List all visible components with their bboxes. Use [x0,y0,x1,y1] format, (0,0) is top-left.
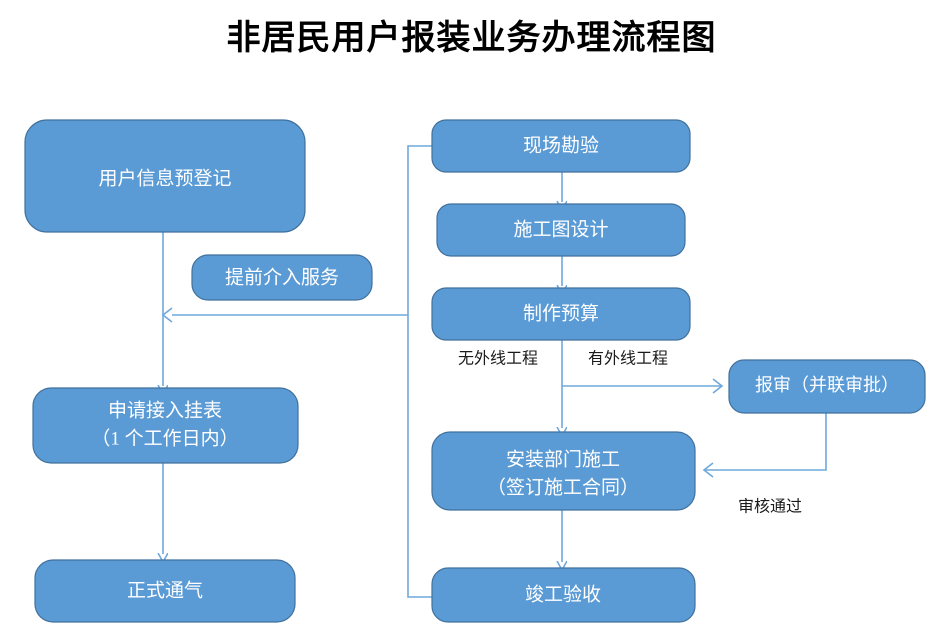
arrowhead-budget-to-approval [712,378,724,394]
node-budget[interactable]: 制作预算 [431,287,691,341]
node-early-service[interactable]: 提前介入服务 [191,254,373,301]
edge-right-spine [407,145,432,598]
node-formal-gas-shape [34,559,296,623]
node-site-survey[interactable]: 现场勘验 [431,119,691,173]
edge-label-has-external: 有外线工程 [588,350,668,368]
node-apply-meter-label-line2: （1 个工作日内） [91,427,238,449]
node-approval-label: 报审（并联审批） [755,375,899,395]
node-early-service-shape [191,254,373,301]
node-site-survey-label: 现场勘验 [523,134,599,156]
node-pre-register-label: 用户信息预登记 [98,167,231,189]
node-budget-shape [431,287,691,341]
page-title: 非居民用户报装业务办理流程图 [226,20,717,57]
node-approval-shape [728,359,926,414]
node-pre-register[interactable]: 用户信息预登记 [24,119,306,233]
edge-approval-to-construction [704,413,827,471]
node-construction[interactable]: 安装部门施工 （签订施工合同） [431,431,696,511]
node-drawing-design[interactable]: 施工图设计 [436,203,686,257]
node-construction-label-line1: 安装部门施工 [506,448,620,470]
node-approval[interactable]: 报审（并联审批） [728,359,926,414]
node-acceptance-shape [431,567,696,623]
node-acceptance-label: 竣工验收 [525,583,601,605]
node-formal-gas-label: 正式通气 [127,579,203,601]
node-apply-meter-shape [32,387,299,464]
node-budget-label: 制作预算 [523,302,599,324]
edge-label-review-passed: 审核通过 [738,498,802,516]
node-construction-label-line2: （签订施工合同） [487,476,639,498]
edge-label-no-external: 无外线工程 [458,350,538,368]
node-formal-gas[interactable]: 正式通气 [34,559,296,623]
node-acceptance[interactable]: 竣工验收 [431,567,696,623]
node-drawing-design-shape [436,203,686,257]
arrowhead-early-service-feedback [161,307,173,323]
node-early-service-label: 提前介入服务 [225,266,339,288]
node-pre-register-shape [24,119,306,233]
arrowhead-approval-to-construction [702,462,714,478]
node-construction-shape [431,431,696,511]
node-apply-meter[interactable]: 申请接入挂表 （1 个工作日内） [32,387,299,464]
node-drawing-design-label: 施工图设计 [513,218,608,240]
node-apply-meter-label-line1: 申请接入挂表 [108,399,222,421]
node-site-survey-shape [431,119,691,173]
